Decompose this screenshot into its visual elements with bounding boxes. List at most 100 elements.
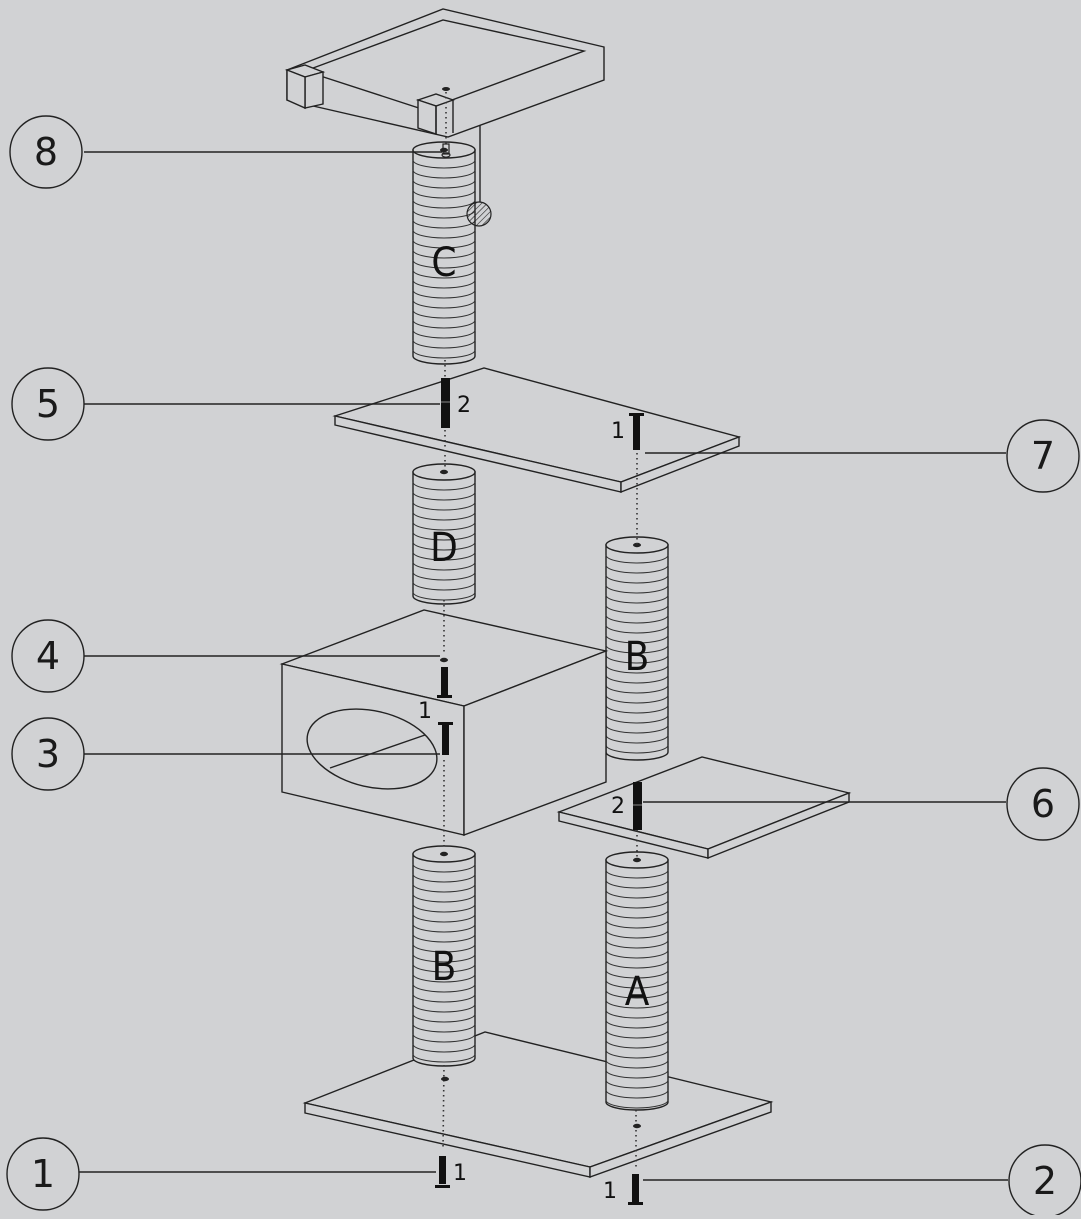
post-ring — [605, 684, 669, 694]
cube-opening — [306, 708, 438, 790]
callout-7-label: 7 — [1031, 434, 1055, 478]
post-hole — [633, 857, 641, 863]
post-ring — [412, 893, 476, 903]
post-hole — [440, 851, 448, 857]
post-ring — [412, 329, 476, 339]
post-ring — [605, 744, 669, 754]
post-ring — [412, 1003, 476, 1013]
callout-3-label: 3 — [36, 732, 60, 776]
post-ring — [605, 979, 669, 989]
post-ring — [412, 993, 476, 1003]
post-ring — [605, 594, 669, 604]
leader-lines — [79, 151, 1008, 1181]
post-body — [605, 859, 669, 1111]
post-ring — [605, 564, 669, 574]
callout-2-label: 2 — [1033, 1159, 1057, 1203]
post-ring — [412, 319, 476, 329]
post-ring — [412, 309, 476, 319]
post-ring — [412, 189, 476, 199]
post-ring — [605, 604, 669, 614]
post-ring — [605, 674, 669, 684]
post-ring — [605, 1089, 669, 1099]
post-ring — [605, 694, 669, 704]
post-ring — [412, 1013, 476, 1023]
post-ring — [412, 349, 476, 359]
hardware-holes — [440, 143, 641, 1129]
callout-1-label: 1 — [31, 1152, 55, 1196]
post-ring — [412, 883, 476, 893]
post-ring — [412, 863, 476, 873]
post-ring — [605, 644, 669, 654]
callout-5: 5 — [11, 367, 85, 441]
post-ring — [412, 943, 476, 953]
post-ring — [605, 624, 669, 634]
post-ring — [605, 614, 669, 624]
post-ring — [605, 714, 669, 724]
top-bed — [284, 8, 605, 138]
small-platform — [556, 756, 852, 860]
post-ring — [605, 554, 669, 564]
post-ring — [412, 541, 476, 551]
screw-7 — [629, 413, 644, 450]
callout-1: 1 — [6, 1137, 80, 1211]
post-ring — [605, 574, 669, 584]
post-ring — [412, 249, 476, 259]
post-ring — [412, 1043, 476, 1053]
post-ring — [605, 929, 669, 939]
post-c-label: C — [431, 240, 456, 286]
post-ring — [412, 299, 476, 309]
post-ring — [412, 953, 476, 963]
post-ring — [605, 654, 669, 664]
post-ring — [412, 239, 476, 249]
post-b-lower: B — [412, 845, 476, 1067]
callout-6: 6 — [1006, 767, 1080, 841]
post-ring — [412, 873, 476, 883]
callout-3: 3 — [11, 717, 85, 791]
post-ring — [412, 581, 476, 591]
post-ring — [412, 1033, 476, 1043]
post-ring — [605, 1069, 669, 1079]
post-ring — [412, 571, 476, 581]
callout-2: 2 — [1008, 1144, 1081, 1218]
callout-4-label: 4 — [36, 634, 60, 678]
screw-3 — [438, 722, 453, 755]
post-c: C — [412, 141, 476, 365]
post-b-upper: B — [605, 536, 669, 761]
post-ring — [412, 521, 476, 531]
post-ring — [412, 1053, 476, 1063]
callout-7: 7 — [1006, 419, 1080, 493]
post-ring — [605, 999, 669, 1009]
post-ring — [412, 933, 476, 943]
post-ring — [412, 481, 476, 491]
post-ring — [412, 491, 476, 501]
post-ring — [412, 983, 476, 993]
post-body — [412, 471, 476, 605]
post-ring — [605, 909, 669, 919]
post-ring — [605, 939, 669, 949]
post-ring — [605, 1009, 669, 1019]
post-ring — [605, 1049, 669, 1059]
base-plate — [302, 1031, 774, 1178]
post-ring — [605, 1079, 669, 1089]
post-ring — [605, 584, 669, 594]
post-ring — [412, 551, 476, 561]
post-ring — [412, 1023, 476, 1033]
callout-8-label: 8 — [34, 130, 58, 174]
callout-8: 8 — [9, 115, 83, 189]
post-ring — [605, 704, 669, 714]
callout-4: 4 — [11, 619, 85, 693]
callout-6-label: 6 — [1031, 782, 1055, 826]
screw-4 — [437, 667, 452, 698]
post-ring — [605, 969, 669, 979]
post-a-label: A — [625, 969, 650, 1015]
post-ring — [412, 923, 476, 933]
post-ring — [605, 634, 669, 644]
qty-label-screw-3: 1 — [418, 699, 432, 724]
post-ring — [412, 913, 476, 923]
post-ring — [412, 339, 476, 349]
post-ring — [605, 1059, 669, 1069]
post-ring — [412, 531, 476, 541]
post-b-lower-label: B — [432, 944, 457, 990]
qty-label-screw-2: 1 — [603, 1179, 617, 1204]
